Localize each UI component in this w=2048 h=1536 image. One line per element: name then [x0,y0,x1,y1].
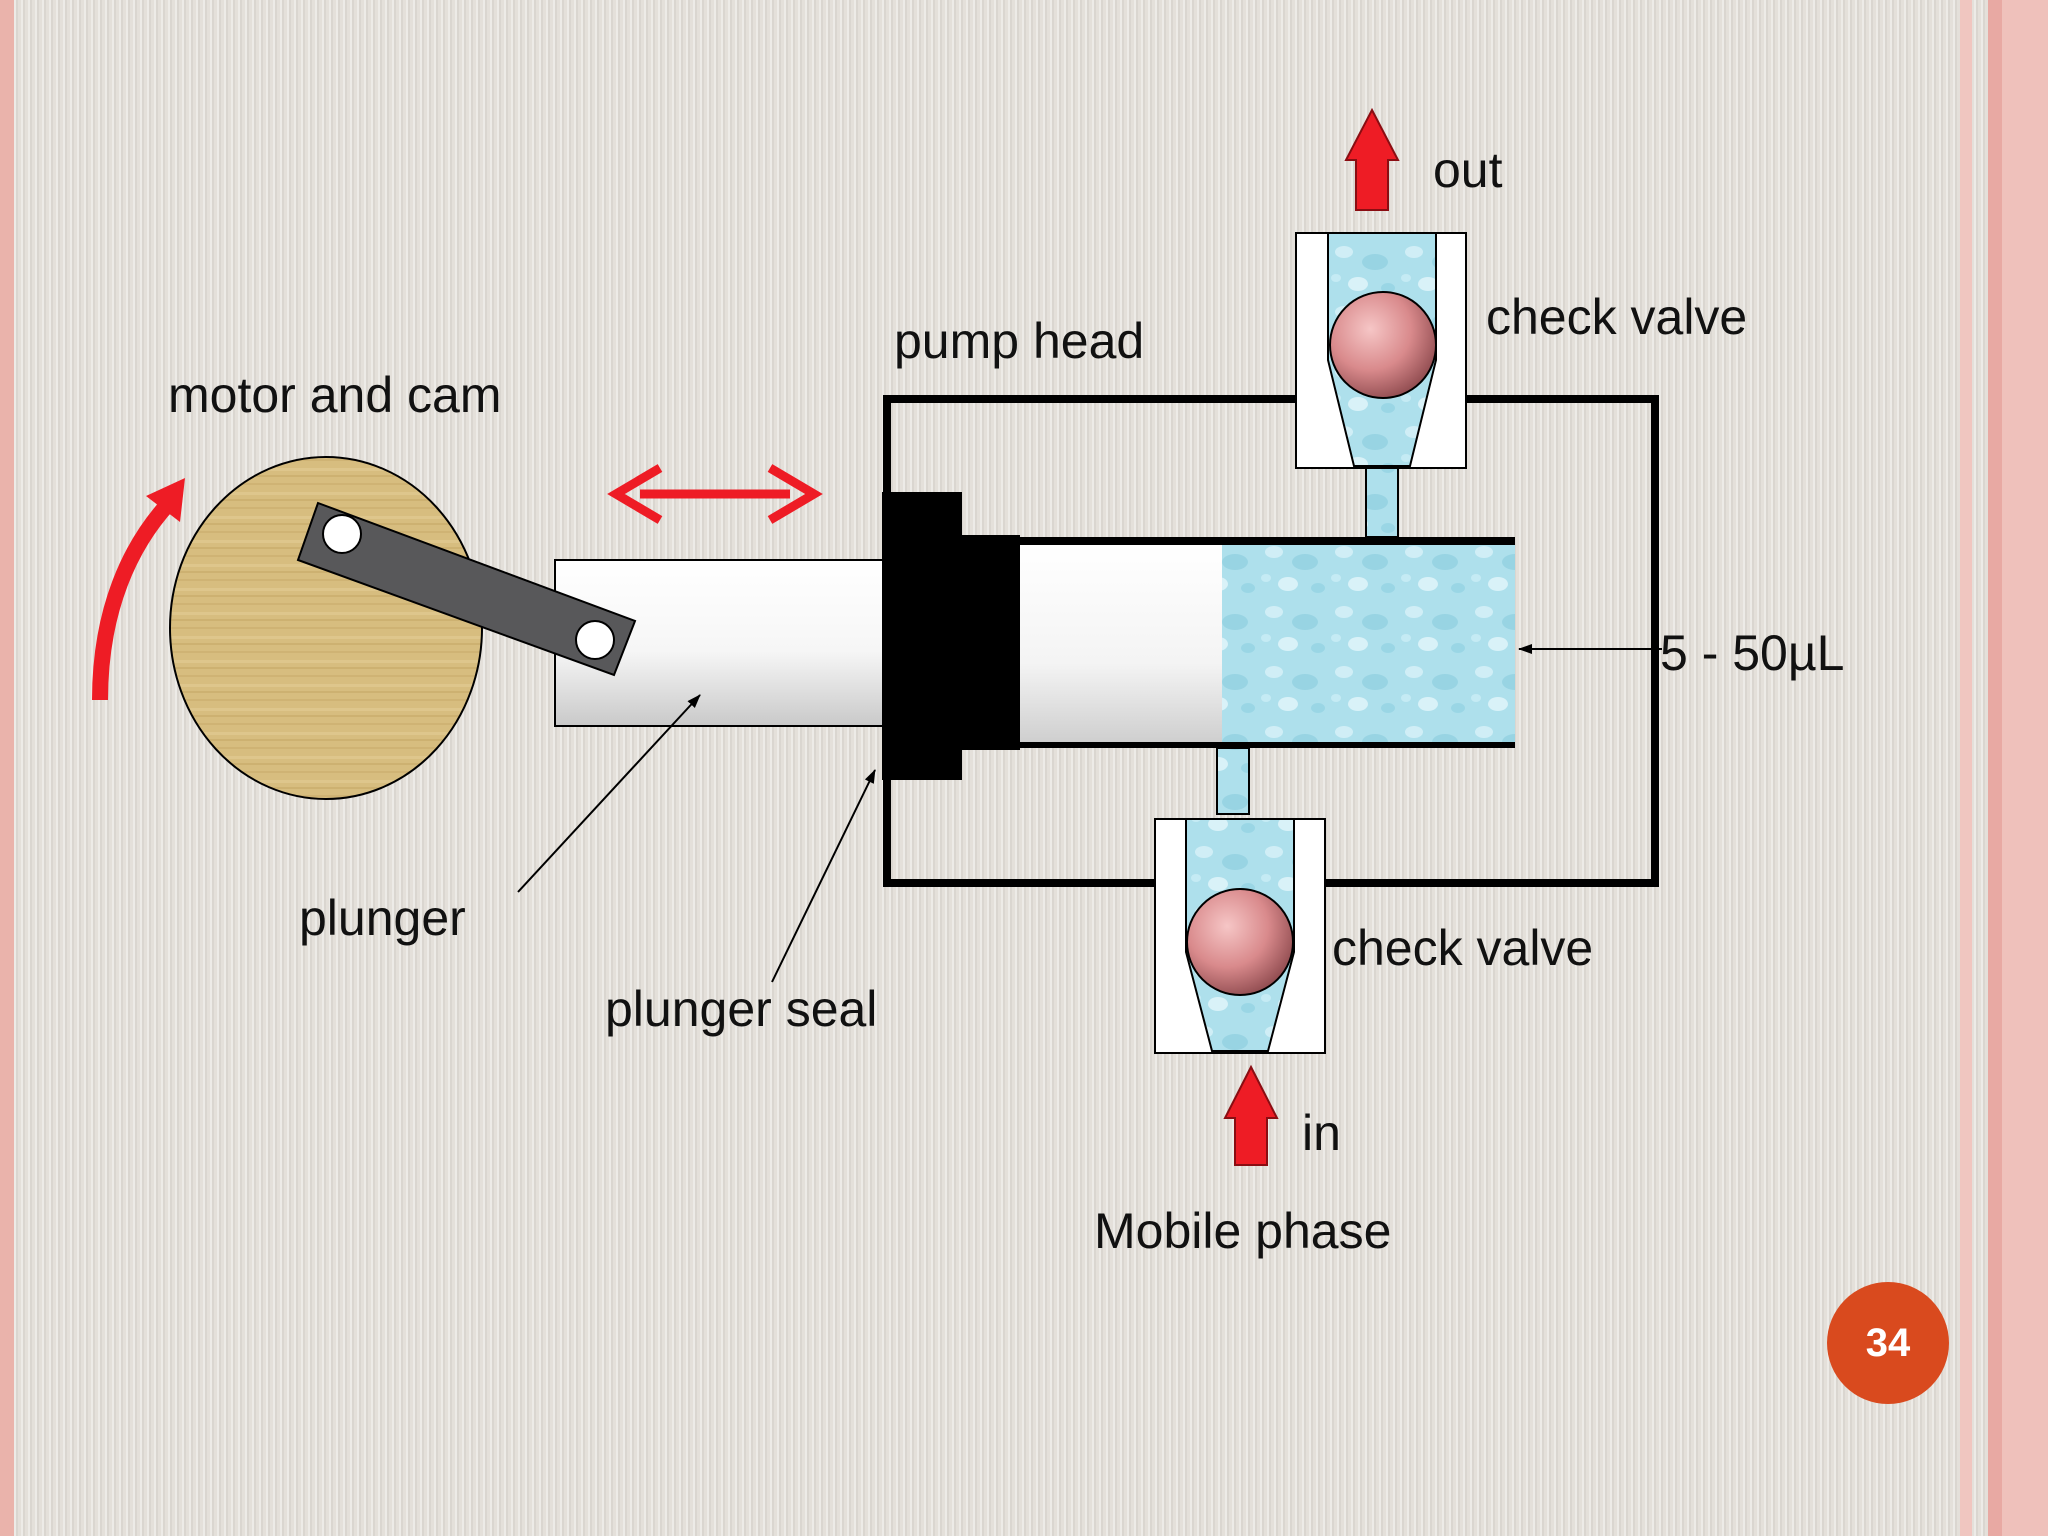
plunger-label: plunger [299,890,466,946]
in-label: in [1302,1105,1341,1161]
out-arrow [1344,107,1400,211]
border-stripe [1988,0,2002,1536]
plunger-seal-leader [771,769,876,983]
rotation-arrow-head [146,478,185,522]
border-stripe [0,0,14,1536]
check-valve-bottom-label: check valve [1332,920,1594,976]
inlet-channel [1216,747,1250,815]
rod-pin [322,514,362,554]
in-arrow [1223,1064,1279,1166]
plunger-seal [882,492,962,780]
check-valve-top-label: check valve [1486,289,1748,345]
rod-pin [575,620,615,660]
page-number-badge: 34 [1827,1282,1949,1404]
plunger-seal-label: plunger seal [605,981,878,1037]
border-stripe [2002,0,2048,1536]
outlet-channel [1365,467,1399,538]
check-valve-top [1295,232,1467,469]
connecting-rod [296,501,637,677]
motor-and-cam-label: motor and cam [168,367,502,423]
out-label: out [1433,142,1503,198]
check-ball [1329,291,1437,399]
mobile-phase-label: Mobile phase [1094,1203,1392,1259]
check-ball [1186,888,1294,996]
volume-label: 5 - 50µL [1660,625,1845,681]
border-stripe [1960,0,1972,1536]
pump-head-label: pump head [894,313,1145,369]
chamber-liquid [1222,545,1515,742]
check-valve-bottom [1154,818,1326,1054]
inner-plunger [1020,545,1222,742]
plunger-leader [517,694,701,893]
rotation-arrow [92,496,176,701]
